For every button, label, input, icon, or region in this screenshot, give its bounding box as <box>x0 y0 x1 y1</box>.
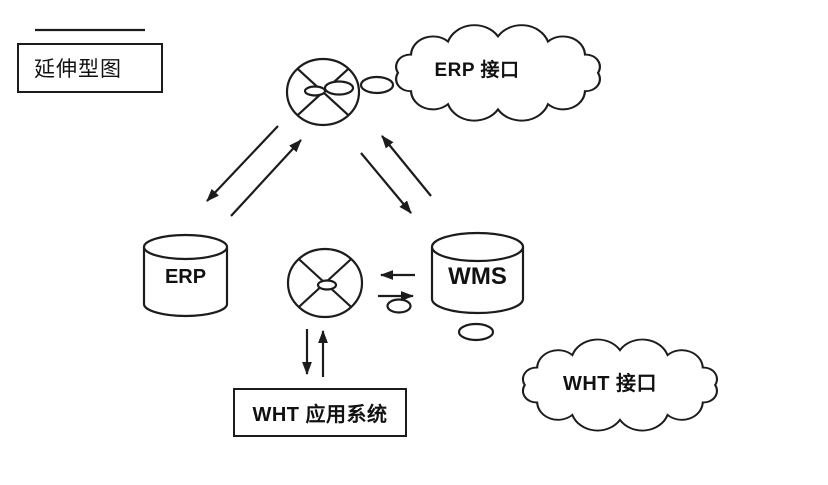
arrow-wms-to-top-connector <box>381 135 432 197</box>
thought-bubble-ellipse-bottom <box>457 322 495 342</box>
legend-box: 延伸型图 <box>17 43 163 93</box>
top-connector-crossed-circle-icon <box>285 57 361 127</box>
connector-side-ellipse <box>386 298 412 314</box>
arrow-top-connector-to-wms <box>360 152 412 214</box>
wht-application-box: WHT 应用系统 <box>233 388 407 437</box>
arrow-top-connector-to-erp <box>206 125 279 202</box>
erp-database-cylinder <box>142 233 229 318</box>
erp-interface-cloud-shape <box>395 24 601 122</box>
thought-bubble-ellipse-top <box>359 75 395 95</box>
wht-interface-cloud-label: WHT 接口 <box>562 373 658 395</box>
legend-label: 延伸型图 <box>34 57 122 81</box>
wht-interface-cloud-shape <box>521 338 718 432</box>
wms-database-cylinder <box>430 231 525 315</box>
wms-database-label: WMS <box>448 263 507 290</box>
erp-interface-cloud-label: ERP 接口 <box>434 60 520 81</box>
wht-application-label: WHT 应用系统 <box>252 404 388 426</box>
erp-database-label: ERP <box>164 266 207 288</box>
middle-connector-crossed-circle-icon <box>286 247 364 319</box>
arrow-erp-to-top-connector <box>230 139 302 217</box>
